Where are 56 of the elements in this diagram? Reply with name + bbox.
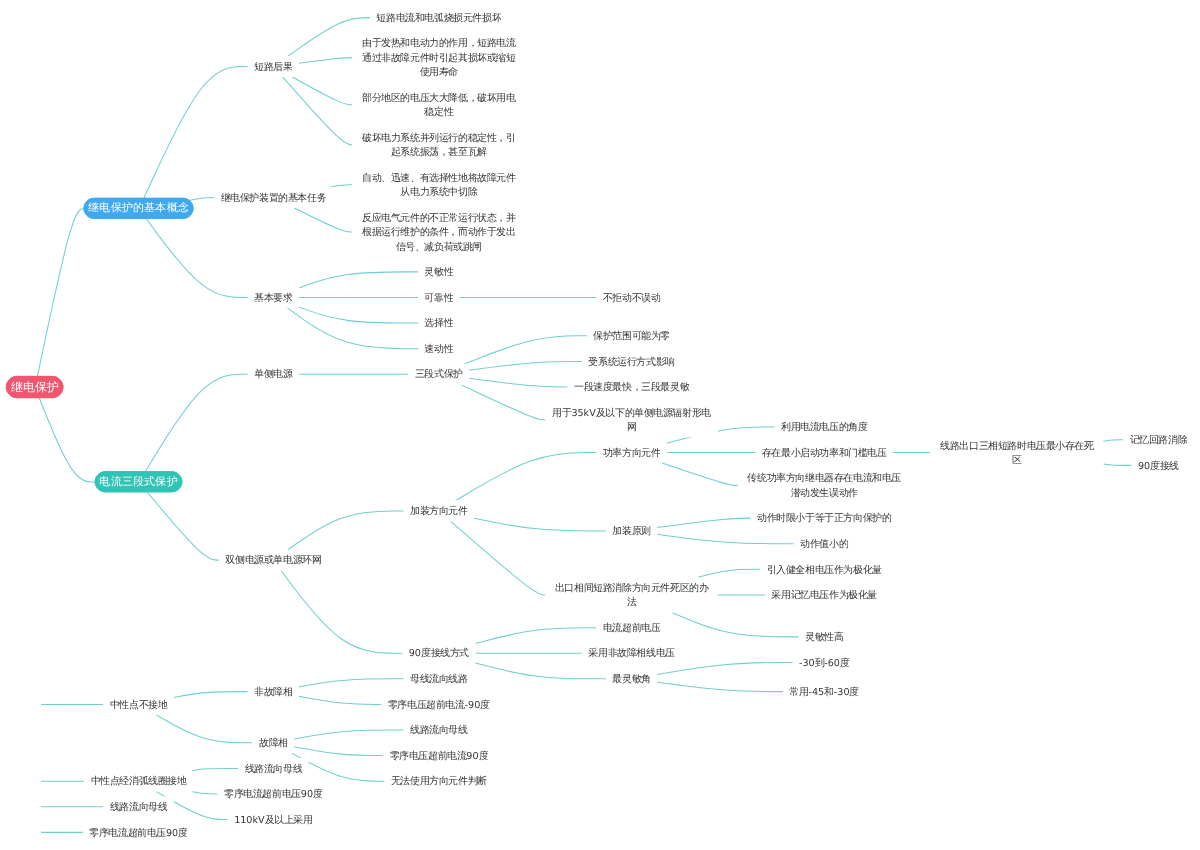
connector-line — [145, 218, 249, 298]
connector-line — [892, 452, 932, 454]
connector-line — [287, 17, 371, 57]
connector-line — [298, 271, 419, 289]
connector-line — [173, 691, 249, 699]
connector-line — [40, 806, 104, 808]
connector-line — [671, 611, 800, 638]
connector-line — [293, 207, 353, 233]
connector-line — [146, 491, 220, 561]
connector-line — [697, 568, 761, 578]
connector-line — [144, 373, 249, 473]
connector-line — [191, 767, 239, 772]
connector-line — [298, 678, 405, 688]
connector-line — [155, 714, 254, 744]
connector-line — [464, 335, 588, 365]
connector-line — [468, 360, 583, 371]
connector-line — [474, 627, 597, 645]
connector-line — [40, 780, 85, 782]
connector-line — [40, 831, 84, 833]
connector-line — [298, 695, 382, 705]
connector-line — [717, 594, 766, 596]
connector-line — [291, 76, 353, 106]
connector-line — [191, 791, 219, 795]
connector-line — [298, 306, 419, 324]
connector-line — [143, 65, 249, 200]
connector-line — [280, 570, 403, 654]
connector-line — [474, 652, 583, 654]
connector-line — [298, 373, 409, 375]
connector-line — [656, 681, 784, 693]
connector-line — [656, 517, 752, 529]
connector-line — [1102, 439, 1124, 442]
connector-line — [40, 703, 104, 705]
connector-line — [188, 197, 215, 201]
connector-line — [286, 307, 419, 350]
connector-line — [282, 76, 353, 146]
connector-line — [656, 661, 794, 675]
connector-line — [468, 377, 569, 388]
connector-line — [473, 517, 607, 532]
connector-line — [460, 384, 546, 421]
connector-line — [329, 184, 353, 188]
connector-line — [455, 452, 597, 502]
connector-line — [656, 533, 795, 545]
connector-line — [293, 746, 384, 757]
connector-line — [298, 57, 353, 64]
connector-line — [474, 662, 607, 680]
connector-line — [1102, 463, 1133, 466]
connector-line — [287, 510, 405, 551]
connector-line — [36, 208, 85, 378]
connector-line — [666, 452, 756, 454]
connector-line — [450, 520, 546, 596]
connector-line — [291, 752, 385, 782]
connector-line — [298, 296, 419, 298]
connector-line — [459, 296, 597, 298]
connector-line — [293, 729, 405, 740]
connector-line — [661, 462, 739, 486]
connector-line — [38, 397, 97, 483]
